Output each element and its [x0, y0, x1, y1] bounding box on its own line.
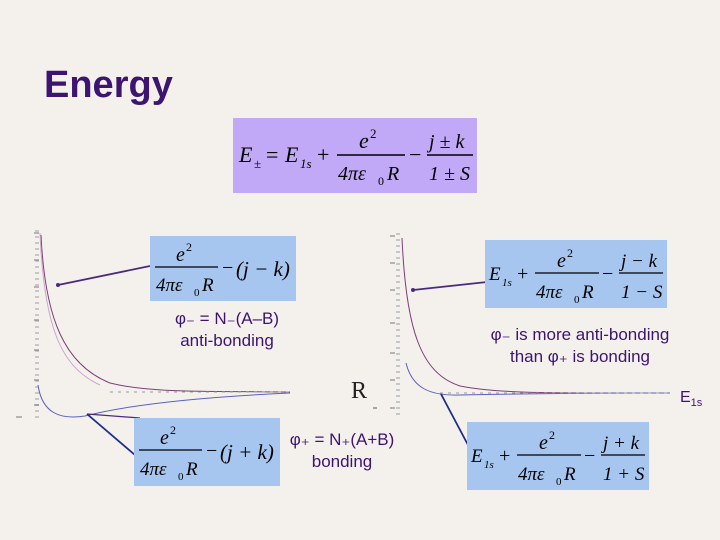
svg-text:+: +	[317, 142, 329, 167]
comparison-line-1: φ₋ is more anti-bonding	[490, 325, 670, 344]
svg-text:R: R	[581, 282, 594, 303]
svg-text:−: −	[206, 440, 217, 462]
eq-bottom-left: e 2 4πε 0 R − (j + k)	[134, 418, 280, 486]
eq-den-b: R	[386, 163, 399, 185]
eq-frac2-den: 1 ± S	[429, 163, 470, 185]
bonding-curve	[37, 384, 291, 418]
phi-minus-text: anti-bonding	[180, 331, 274, 350]
phi-minus-formula: φ₋ = N₋(A–B)	[174, 309, 280, 328]
eq-num: e	[359, 128, 369, 153]
svg-text:2: 2	[170, 423, 176, 437]
svg-text:=: =	[266, 142, 278, 167]
svg-text:R: R	[563, 464, 576, 485]
svg-text:2: 2	[567, 246, 573, 260]
svg-text:0: 0	[556, 476, 562, 488]
svg-text:0: 0	[574, 294, 580, 306]
svg-text:2: 2	[549, 428, 555, 442]
svg-text:e: e	[160, 427, 169, 449]
eq-top-right: E 1s + e 2 4πε 0 R − j − k 1 − S	[485, 240, 667, 308]
comparison-line-2: than φ₊ is bonding	[509, 347, 651, 366]
svg-text:−: −	[409, 142, 421, 167]
antibonding-curve-2	[39, 232, 101, 386]
eq-den-sub: 0	[378, 174, 384, 188]
antibonding-curve	[40, 234, 291, 393]
svg-text:e: e	[539, 432, 548, 454]
comparison-label: φ₋ is more anti-bonding than φ₊ is bondi…	[470, 324, 690, 368]
svg-text:1 − S: 1 − S	[621, 282, 663, 303]
svg-text:4πε: 4πε	[140, 459, 167, 480]
svg-text:+: +	[517, 263, 528, 285]
main-equation: E ± = E 1s + e 2 4πε 0 R − j ± k 1 ± S	[233, 118, 477, 193]
eq-den-a: 4πε	[338, 163, 366, 185]
svg-text:1s: 1s	[484, 459, 494, 471]
svg-text:−: −	[222, 257, 233, 279]
e1s-label-sub: 1s	[690, 397, 703, 410]
eq-bottom-right: E 1s + e 2 4πε 0 R − j + k 1 + S	[467, 422, 649, 490]
e1s-label-base: E	[680, 389, 691, 406]
eq-e1s-sub: 1s	[300, 156, 312, 171]
svg-text:0: 0	[194, 287, 200, 299]
eq-frac2-num: j ± k	[426, 131, 466, 153]
svg-text:0: 0	[178, 471, 184, 483]
e1s-label: E1s	[680, 389, 702, 409]
eq-lhs: E	[238, 142, 253, 167]
svg-text:R: R	[201, 275, 214, 296]
svg-text:1 + S: 1 + S	[603, 464, 645, 485]
svg-text:4πε: 4πε	[518, 464, 545, 485]
svg-text:R: R	[185, 459, 198, 480]
svg-text:−: −	[584, 445, 595, 467]
svg-text:E: E	[470, 446, 483, 467]
svg-text:e: e	[557, 250, 566, 272]
svg-text:1s: 1s	[502, 277, 512, 289]
left-energy-plot	[16, 230, 291, 420]
phi-plus-formula: φ₊ = N₊(A+B)	[289, 430, 395, 449]
svg-text:4πε: 4πε	[536, 282, 563, 303]
slide-title: Energy	[44, 64, 173, 106]
svg-text:E: E	[488, 264, 501, 285]
svg-text:+: +	[499, 445, 510, 467]
axis-r-label: R	[351, 378, 368, 404]
svg-text:4πε: 4πε	[156, 275, 183, 296]
svg-text:−: −	[602, 263, 613, 285]
svg-text:j − k: j − k	[618, 251, 658, 272]
phi-plus-label: φ₊ = N₊(A+B) bonding	[280, 429, 404, 473]
phi-plus-text: bonding	[311, 452, 373, 471]
bonding-curve-right	[405, 362, 671, 396]
svg-text:e: e	[176, 244, 185, 266]
svg-text:2: 2	[186, 240, 192, 254]
phi-minus-label: φ₋ = N₋(A–B) anti-bonding	[160, 308, 294, 352]
svg-text:j + k: j + k	[600, 433, 640, 454]
svg-text:(j − k): (j − k)	[236, 257, 290, 281]
right-energy-plot	[390, 233, 671, 418]
eq-num-sup: 2	[370, 126, 377, 141]
eq-e1s: E	[284, 142, 299, 167]
eq-lhs-sub: ±	[254, 156, 261, 171]
svg-text:(j + k): (j + k)	[220, 440, 274, 464]
eq-top-left: e 2 4πε 0 R − (j − k)	[150, 236, 296, 301]
